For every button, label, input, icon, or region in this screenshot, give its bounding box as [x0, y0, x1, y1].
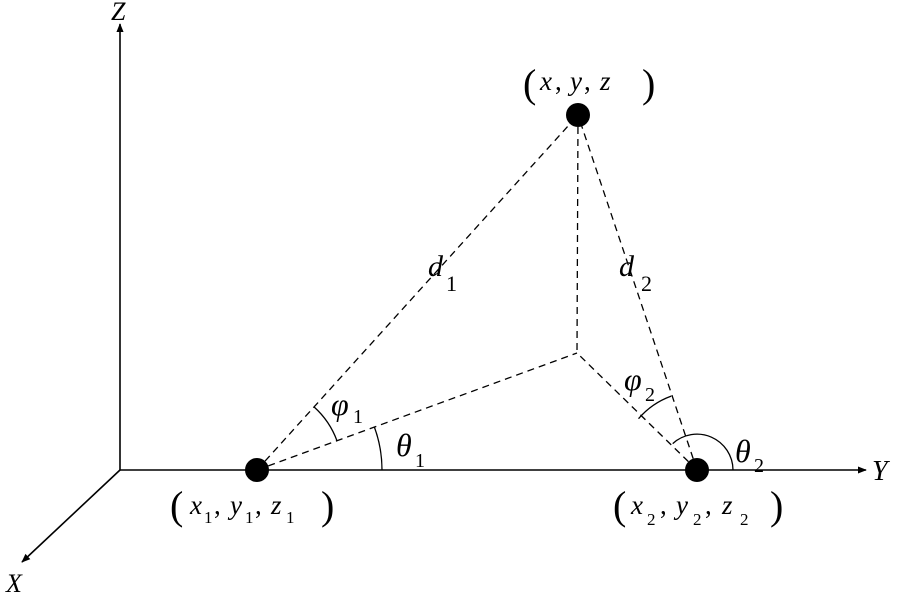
d1-line: [256, 114, 579, 471]
svg-text:1: 1: [415, 450, 425, 472]
svg-text:x: x: [189, 490, 202, 520]
svg-text:,: ,: [660, 490, 667, 520]
svg-text:1: 1: [446, 271, 457, 296]
x-axis-label: X: [5, 569, 23, 596]
svg-text:x: x: [630, 490, 643, 520]
svg-text:): ): [770, 483, 783, 528]
theta2-label: θ 2: [735, 433, 764, 477]
svg-text:1: 1: [286, 508, 295, 527]
svg-text:1: 1: [245, 508, 254, 527]
p1-label: ( x 1 , y 1 , z 1 ): [170, 483, 334, 528]
svg-text:z: z: [599, 66, 611, 96]
phi1-arc: [313, 406, 338, 442]
phi2-label: φ 2: [624, 361, 655, 406]
target-point: [566, 103, 590, 127]
svg-text:y: y: [567, 66, 582, 96]
y-axis-label: Y: [872, 456, 891, 487]
svg-text:φ: φ: [624, 361, 642, 397]
construction-lines: [256, 114, 698, 471]
svg-text:z: z: [270, 490, 282, 520]
angle-arcs: [313, 395, 734, 471]
svg-text:2: 2: [754, 455, 764, 477]
svg-text:): ): [321, 483, 334, 528]
svg-text:1: 1: [353, 406, 363, 428]
svg-text:d: d: [619, 250, 635, 283]
phi2-arc: [638, 395, 672, 420]
x-axis: [21, 469, 121, 563]
d2-label: d 2: [619, 250, 652, 296]
target-point-label: ( x , y , z ): [523, 61, 655, 106]
z-axis-label: Z: [111, 0, 126, 26]
svg-text:1: 1: [204, 508, 213, 527]
svg-text:φ: φ: [331, 386, 349, 422]
d2-line: [577, 114, 698, 471]
svg-text:,: ,: [705, 490, 712, 520]
phi1-label: φ 1: [331, 386, 363, 428]
svg-text:(: (: [170, 483, 183, 528]
svg-text:θ: θ: [735, 433, 751, 469]
svg-text:y: y: [227, 490, 242, 520]
svg-text:2: 2: [641, 271, 652, 296]
vertical-projection-line: [576, 114, 579, 354]
svg-text:2: 2: [693, 510, 702, 529]
p1-projection-line: [256, 352, 578, 471]
theta1-label: θ 1: [396, 427, 425, 472]
svg-text:,: ,: [584, 66, 591, 96]
p2-point: [685, 458, 709, 482]
svg-text:y: y: [673, 490, 688, 520]
svg-text:θ: θ: [396, 427, 412, 463]
d1-label: d 1: [428, 250, 457, 296]
svg-text:x: x: [539, 66, 552, 96]
svg-text:,: ,: [214, 490, 221, 520]
svg-text:(: (: [613, 483, 626, 528]
svg-text:2: 2: [647, 510, 656, 529]
svg-text:2: 2: [645, 384, 655, 406]
p1-point: [245, 458, 269, 482]
svg-text:d: d: [428, 250, 444, 283]
svg-text:(: (: [523, 61, 536, 106]
p2-label: ( x 2 , y 2 , z 2 ): [613, 483, 783, 529]
svg-text:,: ,: [555, 66, 562, 96]
theta1-arc: [373, 426, 383, 471]
svg-text:): ): [642, 61, 655, 106]
svg-text:z: z: [721, 490, 733, 520]
svg-text:2: 2: [740, 510, 749, 529]
theta2-arc: [672, 433, 734, 471]
svg-text:,: ,: [255, 490, 262, 520]
axes: [21, 23, 867, 563]
p2-projection-line: [576, 352, 698, 471]
